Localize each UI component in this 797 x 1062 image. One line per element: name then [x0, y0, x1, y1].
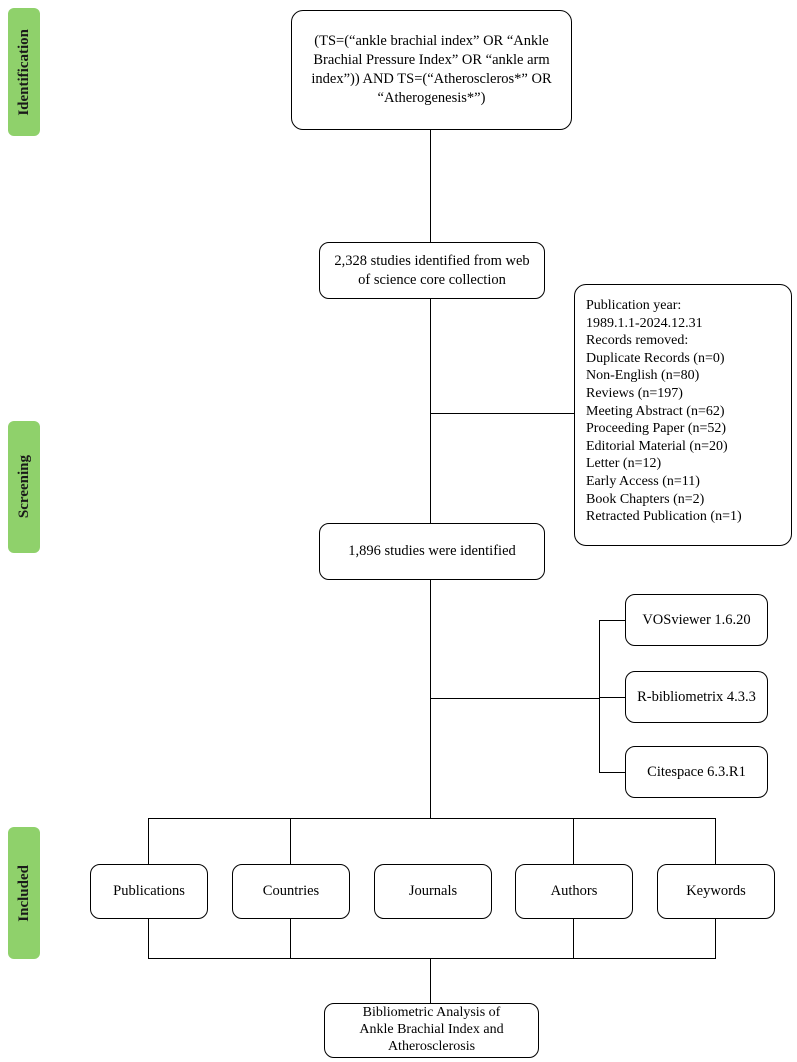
removed-line: Duplicate Records (n=0): [586, 350, 725, 366]
tools-bracket-mid: [599, 697, 625, 699]
connector-categories-to-result: [430, 958, 432, 1003]
removed-line: 1989.1.1-2024.12.31: [586, 315, 703, 331]
category-box-countries: Countries: [232, 864, 350, 919]
tools-bracket-top: [599, 620, 625, 622]
result-line: Bibliometric Analysis of: [362, 1005, 501, 1021]
category-label: Keywords: [686, 883, 746, 900]
category-label: Countries: [262, 883, 320, 900]
tools-bracket-vertical: [599, 620, 601, 773]
stage-included: Included: [8, 827, 40, 959]
category-box-authors: Authors: [515, 864, 633, 919]
category-box-keywords: Keywords: [657, 864, 775, 919]
records-removed-box: Publication year: 1989.1.1-2024.12.31 Re…: [574, 284, 792, 546]
connector-identified-to-final: [430, 298, 432, 523]
removed-line: Letter (n=12): [586, 456, 662, 472]
removed-line: Editorial Material (n=20): [586, 438, 728, 454]
removed-line: Early Access (n=11): [586, 473, 700, 489]
result-box: Bibliometric Analysis of Ankle Brachial …: [324, 1003, 539, 1058]
stub-bottom-1: [148, 918, 150, 959]
stage-screening: Screening: [8, 421, 40, 553]
categories-top-bar: [148, 818, 716, 820]
stub-bottom-2: [290, 918, 292, 959]
tools-bracket-bottom: [599, 772, 625, 774]
identified-line: of science core collection: [358, 271, 506, 288]
removed-line: Retracted Publication (n=1): [586, 509, 742, 525]
removed-line: Non-English (n=80): [586, 368, 700, 384]
query-line: (TS=(“ankle brachial index” OR “Ankle: [314, 33, 549, 50]
stub-top-5: [715, 818, 717, 864]
removed-line: Records removed:: [586, 333, 689, 349]
result-line: Ankle Brachial Index and: [359, 1022, 504, 1038]
search-query-box: (TS=(“ankle brachial index” OR “Ankle Br…: [291, 10, 572, 130]
category-box-journals: Journals: [374, 864, 492, 919]
category-box-publications: Publications: [90, 864, 208, 919]
connector-to-removed: [430, 413, 575, 415]
categories-bottom-bar: [148, 958, 716, 960]
tool-label: R-bibliometrix 4.3.3: [637, 688, 756, 705]
stage-screening-label: Screening: [15, 455, 32, 519]
result-line: Atherosclerosis: [387, 1038, 476, 1054]
tool-label: VOSviewer 1.6.20: [642, 611, 751, 628]
category-label: Publications: [113, 883, 185, 900]
query-line: index”)) AND TS=(“Atheroscleros*” OR: [311, 71, 552, 87]
category-label: Journals: [408, 883, 458, 900]
query-line: Brachial Pressure Index” OR “ankle arm: [313, 52, 550, 69]
removed-line: Reviews (n=197): [586, 385, 683, 401]
removed-line: Publication year:: [586, 298, 682, 313]
stub-top-1: [148, 818, 150, 864]
removed-line: Book Chapters (n=2): [586, 491, 705, 507]
stage-included-label: Included: [15, 864, 32, 922]
tool-box-citespace: Citespace 6.3.R1: [625, 746, 768, 798]
tool-label: Citespace 6.3.R1: [647, 763, 746, 780]
tool-box-bibliometrix: R-bibliometrix 4.3.3: [625, 671, 768, 723]
stub-bottom-5: [715, 918, 717, 959]
identified-studies-box: 2,328 studies identified from web of sci…: [319, 242, 545, 299]
connector-query-to-identified: [430, 129, 432, 242]
stage-identification: Identification: [8, 8, 40, 136]
removed-line: Meeting Abstract (n=62): [586, 403, 725, 419]
query-line: “Atherogenesis*”): [377, 89, 486, 106]
removed-line: Proceeding Paper (n=52): [586, 421, 727, 437]
tool-box-vosviewer: VOSviewer 1.6.20: [625, 594, 768, 646]
identified-line: 2,328 studies identified from web: [334, 252, 530, 269]
connector-to-tools: [430, 698, 600, 700]
final-studies-box: 1,896 studies were identified: [319, 523, 545, 580]
stub-bottom-4: [573, 918, 575, 959]
final-count-label: 1,896 studies were identified: [348, 543, 516, 560]
stub-top-2: [290, 818, 292, 864]
stub-top-4: [573, 818, 575, 864]
category-label: Authors: [550, 883, 598, 900]
stage-identification-label: Identification: [15, 28, 32, 116]
